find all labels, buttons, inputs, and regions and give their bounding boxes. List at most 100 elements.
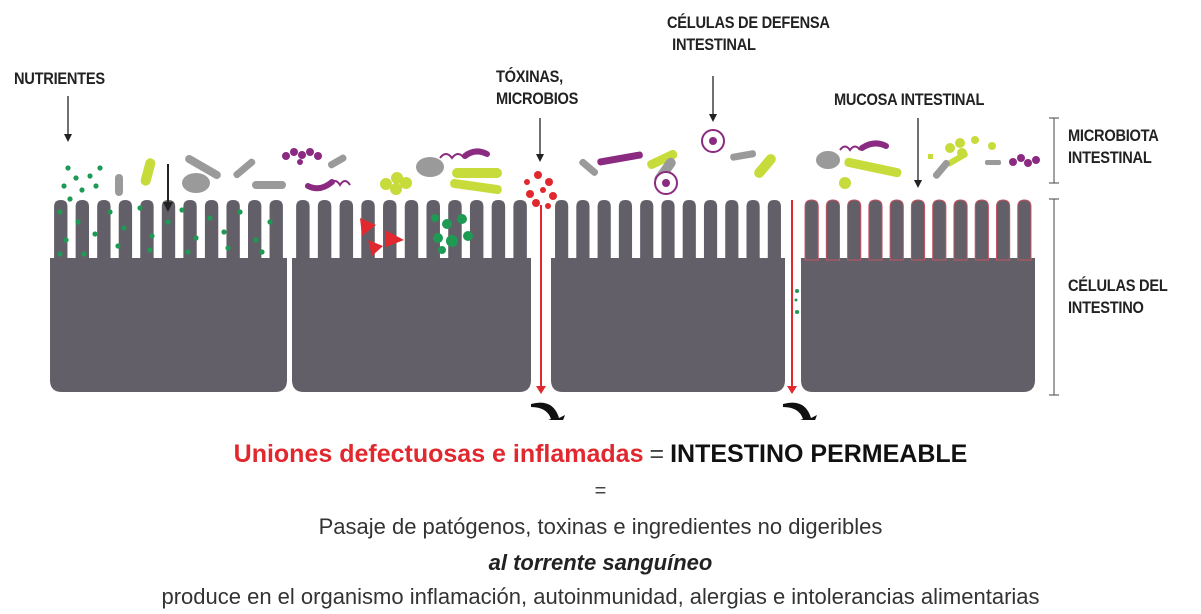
- villus: [804, 199, 819, 261]
- label-defensa-line2: INTESTINAL: [672, 35, 756, 54]
- nutrient-dot: [237, 209, 243, 215]
- leak-arrowhead: [787, 386, 797, 394]
- defective-junctions-text: Uniones defectuosas e inflamadas: [233, 440, 644, 468]
- bacteria-purple-curve: [859, 140, 889, 151]
- toxin-cluster: [524, 171, 557, 209]
- nutrient-dot: [207, 215, 213, 221]
- bacteria-gray: [233, 158, 256, 179]
- villus: [932, 199, 947, 261]
- villus: [140, 200, 154, 260]
- leaking-particles: [794, 289, 799, 314]
- villus: [339, 200, 354, 260]
- villus: [847, 199, 862, 261]
- villus: [953, 199, 968, 261]
- nutrient-dot: [63, 237, 69, 243]
- bacteria-gray: [185, 155, 221, 179]
- bacteria-gray: [730, 150, 757, 161]
- villus: [661, 200, 675, 260]
- second-equals-sign: =: [594, 480, 607, 502]
- bacteria-gray: [932, 159, 950, 179]
- bacteria-gray: [985, 160, 1001, 165]
- bacteria-gray: [252, 181, 286, 189]
- villus: [317, 200, 332, 260]
- label-toxinas-line1: TÓXINAS,: [496, 67, 563, 86]
- intestinal-cells: [50, 199, 1035, 392]
- nutrient-dot: [107, 209, 113, 215]
- bacteria-purple-chain: [282, 148, 322, 165]
- nutrient-dot: [267, 219, 273, 225]
- villus: [448, 200, 462, 260]
- villus: [54, 200, 68, 260]
- pointer-arrows: [64, 76, 922, 212]
- bacteria-gray: [579, 158, 599, 176]
- bacteria-purple-curve: [462, 148, 490, 159]
- label-microbiota: MICROBIOTA INTESTINAL: [1068, 125, 1159, 169]
- downflow-arrows: [531, 402, 817, 420]
- nutrient-dot: [57, 209, 63, 215]
- nutrient-dot: [79, 187, 85, 193]
- leak-arrowhead: [536, 386, 546, 394]
- side-brackets: [1049, 117, 1059, 396]
- villus: [296, 200, 310, 260]
- bacteria-spiral: [439, 153, 465, 160]
- bacteria-round-gray: [182, 173, 210, 193]
- villus: [597, 200, 611, 260]
- bacteria-round-gray: [816, 151, 840, 169]
- nutrient-dot: [75, 219, 81, 225]
- bacteria-gray: [327, 154, 347, 169]
- label-microbiota-line2: INTESTINAL: [1068, 148, 1152, 167]
- label-celulas-line2: INTESTINO: [1068, 298, 1144, 317]
- cell-body: [50, 258, 287, 392]
- bacteria-lime: [450, 178, 502, 195]
- nutrient-dot: [61, 183, 67, 189]
- nutrient-dot: [221, 229, 227, 235]
- nutrient-dot: [137, 205, 143, 211]
- defense-cell: [701, 129, 725, 153]
- villus: [767, 200, 781, 260]
- villus: [576, 200, 590, 260]
- curved-arrow-left: [531, 402, 565, 420]
- villus: [868, 199, 883, 261]
- cell-body: [551, 258, 785, 392]
- label-microbiota-line1: MICROBIOTA: [1068, 126, 1159, 145]
- nutrient-dot: [57, 251, 63, 257]
- nutrient-dot: [147, 247, 153, 253]
- villus: [1017, 199, 1032, 261]
- villus: [161, 200, 176, 260]
- villus: [640, 200, 654, 260]
- label-celulas-intestino: CÉLULAS DEL INTESTINO: [1068, 275, 1168, 319]
- bacteria-spiral: [839, 145, 861, 152]
- nutrient-dot: [193, 235, 199, 241]
- bacteria-purple: [597, 151, 643, 166]
- torrente-text: al torrente sanguíneo: [488, 550, 713, 575]
- nutrient-dot: [121, 225, 127, 231]
- pasaje-text: Pasaje de patógenos, toxinas e ingredien…: [318, 514, 883, 539]
- villus: [183, 200, 197, 260]
- label-defensa-line1: CÉLULAS DE DEFENSA: [667, 13, 830, 32]
- bacteria-lime-cluster: [945, 136, 996, 158]
- nutrient-dot: [93, 183, 99, 189]
- summary-line: Uniones defectuosas e inflamadas=INTESTI…: [0, 440, 1201, 469]
- nutrient-dot: [179, 207, 185, 213]
- villus: [204, 200, 219, 260]
- red-triangles: [360, 218, 404, 256]
- villus: [226, 200, 240, 260]
- bacteria-spiral: [329, 180, 351, 187]
- bacteria-purple-chain: [1009, 154, 1040, 167]
- villus: [995, 199, 1011, 261]
- villus: [383, 200, 397, 260]
- villus: [555, 200, 569, 260]
- villus: [825, 199, 841, 261]
- bacteria-purple-curve: [305, 179, 335, 192]
- nutrient-dot: [149, 233, 155, 239]
- bacteria-lime-cluster: [380, 172, 412, 195]
- nutrient-dot: [73, 175, 79, 181]
- nutrient-dot: [253, 237, 259, 243]
- nutrient-dot: [81, 251, 87, 257]
- bacteria-lime: [844, 157, 902, 178]
- produce-text: produce en el organismo inflamación, aut…: [161, 584, 1040, 609]
- nutrient-dot: [165, 219, 171, 225]
- villus: [682, 200, 696, 260]
- nutrient-particles: [57, 165, 273, 257]
- villus: [97, 200, 111, 260]
